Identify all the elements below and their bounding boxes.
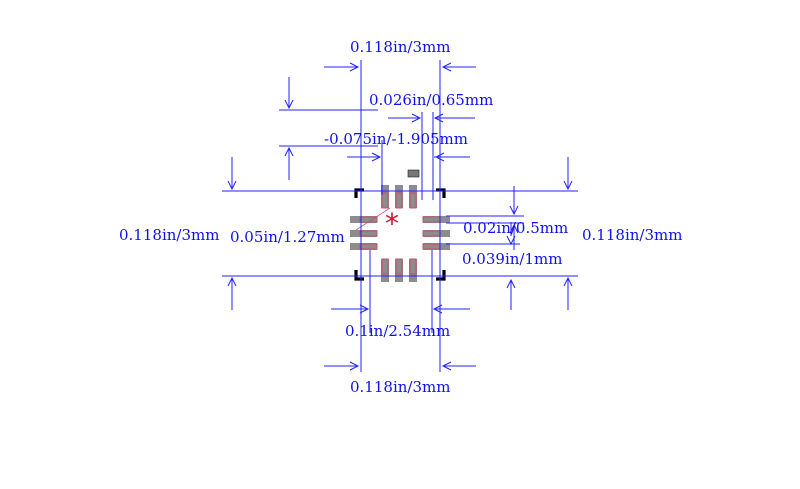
dim-left-height: 0.118in/3mm bbox=[119, 226, 219, 244]
dim-pad-width: 0.02in/0.5mm bbox=[463, 219, 568, 237]
pad bbox=[423, 230, 450, 237]
pad bbox=[350, 216, 377, 223]
dim-left-span: 0.05in/1.27mm bbox=[230, 228, 345, 246]
dim-row-span: 0.1in/2.54mm bbox=[345, 322, 450, 340]
pads-top bbox=[381, 185, 417, 208]
dim-offset: -0.075in/-1.905mm bbox=[324, 130, 468, 148]
dimension-lines bbox=[222, 60, 578, 372]
pin1-leader bbox=[355, 207, 391, 231]
pad bbox=[409, 185, 417, 208]
pad bbox=[395, 185, 403, 208]
pad bbox=[423, 243, 450, 250]
pads-right bbox=[423, 216, 450, 250]
pad bbox=[409, 259, 417, 282]
pad bbox=[381, 259, 389, 282]
dimension-labels: 0.118in/3mm 0.026in/0.65mm -0.075in/-1.9… bbox=[119, 38, 682, 396]
pad bbox=[350, 243, 377, 250]
pad bbox=[381, 185, 389, 208]
pin1-marker: * bbox=[385, 207, 399, 240]
pad bbox=[395, 259, 403, 282]
dim-pad-length: 0.039in/1mm bbox=[462, 250, 562, 268]
dim-bottom-width: 0.118in/3mm bbox=[350, 378, 450, 396]
dim-pitch: 0.026in/0.65mm bbox=[369, 91, 493, 109]
pads-left bbox=[350, 216, 377, 250]
dim-top-width: 0.118in/3mm bbox=[350, 38, 450, 56]
dim-right-height: 0.118in/3mm bbox=[582, 226, 682, 244]
pad bbox=[350, 230, 377, 237]
pad bbox=[423, 216, 450, 223]
pin1-indicator bbox=[407, 169, 420, 178]
pads-bottom bbox=[381, 259, 417, 282]
